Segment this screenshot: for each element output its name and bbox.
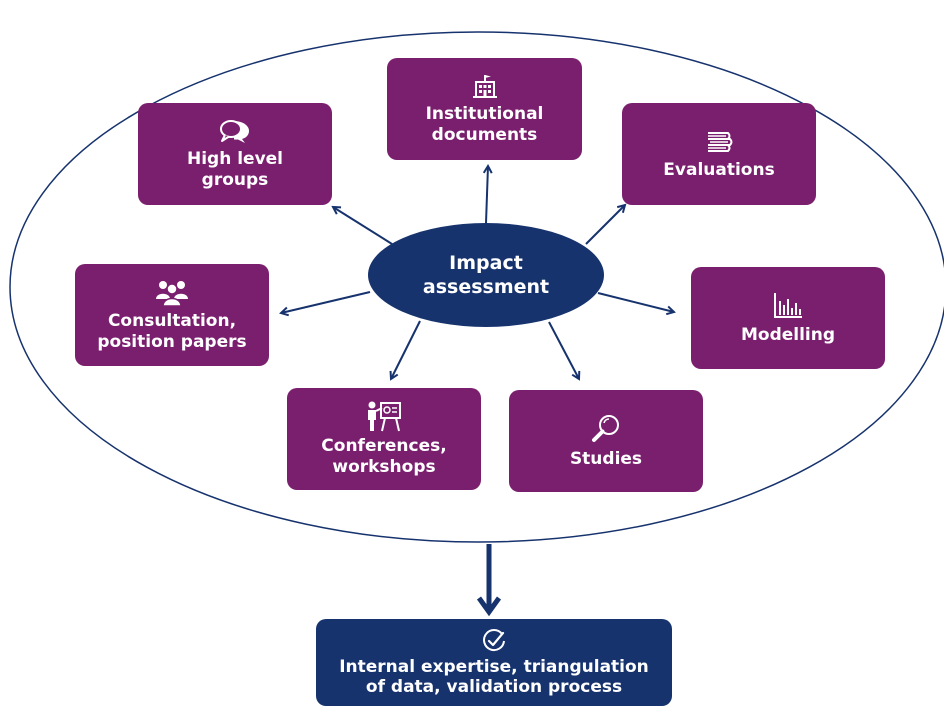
- magnifier-icon: [592, 414, 619, 442]
- arrow-to-output-head: [476, 596, 502, 617]
- output-label: Internal expertise, triangulation of dat…: [339, 657, 649, 697]
- arrow-to-modelling: [597, 292, 674, 312]
- arrow-to-conferences: [391, 320, 421, 379]
- speech-bubbles-icon: [220, 120, 249, 143]
- arrow-to-studies: [548, 321, 579, 379]
- arrow-to-institutional-documents: [486, 166, 488, 224]
- books-icon: [708, 131, 733, 152]
- check-circle-icon: [483, 629, 505, 652]
- source-box-consultation-position-papers: Consultation, position papers: [75, 264, 269, 366]
- source-label-institutional-documents: Institutional documents: [425, 104, 544, 145]
- source-box-conferences-workshops: Conferences, workshops: [287, 388, 481, 490]
- presenter-icon: [368, 401, 401, 432]
- building-icon: [472, 75, 497, 98]
- bar-chart-icon: [774, 292, 802, 318]
- people-group-icon: [156, 281, 188, 307]
- source-label-consultation-position-papers: Consultation, position papers: [97, 311, 247, 352]
- source-box-institutional-documents: Institutional documents: [387, 58, 582, 160]
- source-label-evaluations: Evaluations: [663, 159, 775, 180]
- impact-assessment-ellipse: Impact assessment: [368, 223, 604, 327]
- arrow-to-consultation: [281, 291, 371, 313]
- source-box-high-level-groups: High level groups: [138, 103, 332, 205]
- source-label-conferences-workshops: Conferences, workshops: [321, 436, 447, 477]
- impact-assessment-label: Impact assessment: [422, 252, 550, 298]
- output-box-internal-expertise: Internal expertise, triangulation of dat…: [316, 619, 672, 706]
- source-label-studies: Studies: [569, 448, 643, 469]
- source-box-studies: Studies: [509, 390, 703, 492]
- source-box-evaluations: Evaluations: [622, 103, 816, 205]
- outer-boundary-ellipse: [9, 31, 944, 543]
- source-label-modelling: Modelling: [740, 324, 836, 345]
- source-box-modelling: Modelling: [691, 267, 885, 369]
- arrow-to-evaluations: [585, 205, 625, 245]
- arrow-to-high-level-groups: [333, 207, 393, 245]
- source-label-high-level-groups: High level groups: [186, 149, 284, 190]
